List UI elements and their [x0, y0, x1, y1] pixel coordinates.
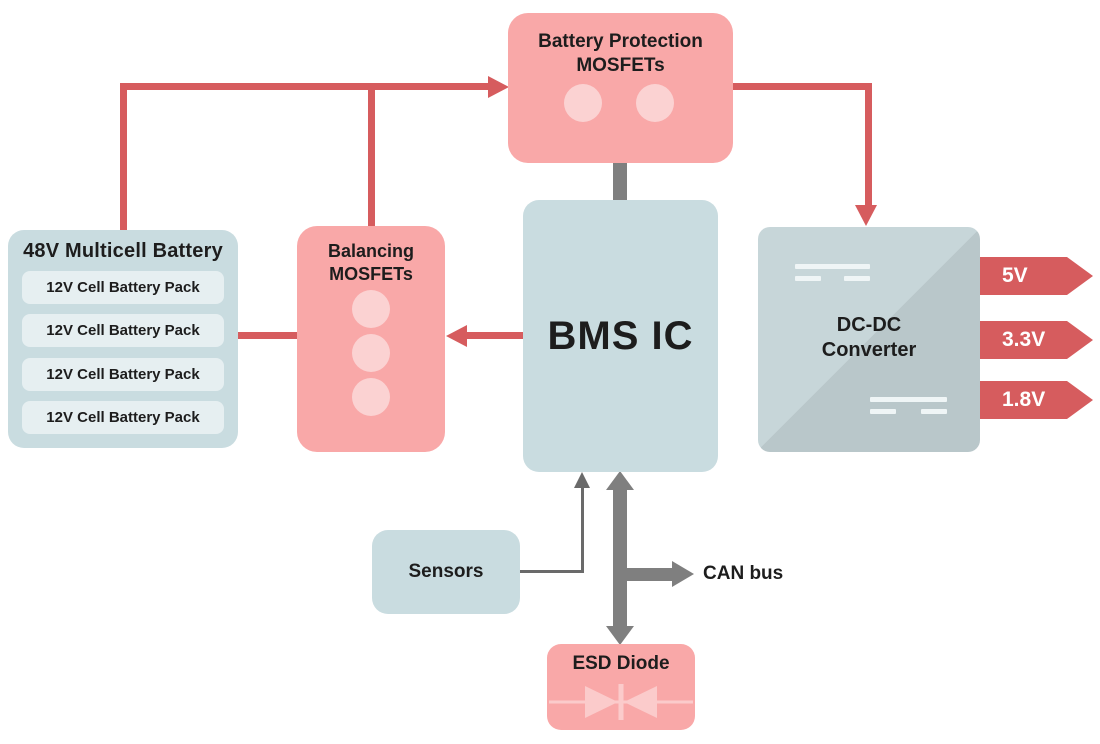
arrowhead-into-dcdc — [854, 205, 877, 226]
capacitor-icon — [795, 264, 870, 269]
dcdc-converter-label: DC-DC Converter — [821, 314, 917, 361]
arrowhead-up-into-bms — [606, 471, 634, 490]
wire-topline-to-balancing — [368, 83, 375, 226]
mosfet-icon — [352, 378, 390, 416]
battery-pack-item: 12V Cell Battery Pack — [22, 401, 224, 434]
sensors-block: Sensors — [372, 530, 520, 614]
arrowhead-into-battery-protection — [488, 75, 509, 98]
capacitor-icon — [870, 409, 896, 414]
wire-can-branch — [620, 568, 672, 581]
capacitor-icon — [795, 276, 821, 281]
arrowhead-can-bus — [672, 561, 694, 587]
voltage-output-tag-3v3: 3.3V — [980, 321, 1093, 359]
wire-bms-to-balancing — [467, 332, 523, 339]
battery-protection-label: Battery Protection MOSFETs — [538, 31, 703, 76]
esd-diode-block: ESD Diode — [547, 644, 695, 730]
arrowhead-down-into-esd — [606, 626, 634, 645]
sensors-label: Sensors — [408, 561, 484, 583]
wire-battery-to-topline — [120, 83, 127, 230]
tvs-diode-icon — [549, 684, 693, 720]
can-bus-label: CAN bus — [703, 563, 784, 584]
capacitor-icon — [844, 276, 870, 281]
voltage-output-tag-1v8: 1.8V — [980, 381, 1093, 419]
multicell-battery-title: 48V Multicell Battery — [23, 240, 223, 262]
mosfet-icon — [352, 334, 390, 372]
mosfet-icon — [636, 84, 674, 122]
dcdc-converter-block: DC-DC Converter — [758, 227, 980, 452]
battery-protection-mosfets-block: Battery Protection MOSFETs — [508, 13, 733, 163]
capacitor-icon — [870, 397, 947, 402]
bms-ic-label: BMS IC — [547, 314, 694, 358]
voltage-output-tag-5v: 5V — [980, 257, 1093, 295]
battery-pack-item: 12V Cell Battery Pack — [22, 358, 224, 391]
wire-sensors-vertical — [581, 488, 584, 572]
battery-pack-item: 12V Cell Battery Pack — [22, 314, 224, 347]
esd-diode-label: ESD Diode — [572, 653, 670, 674]
multicell-battery-block: 48V Multicell Battery 12V Cell Battery P… — [8, 230, 238, 448]
wire-protection-to-dcdc-vertical — [865, 83, 872, 206]
arrowhead-sensors-into-bms — [574, 472, 590, 488]
balancing-mosfets-block: Balancing MOSFETs — [297, 226, 445, 452]
wire-protection-to-bms — [613, 162, 627, 202]
wire-protection-to-dcdc-horizontal — [733, 83, 872, 90]
mosfet-icon — [564, 84, 602, 122]
bms-ic-block: BMS IC — [523, 200, 718, 472]
battery-pack-item: 12V Cell Battery Pack — [22, 271, 224, 304]
wire-bms-to-esd — [613, 489, 627, 627]
arrowhead-into-balancing — [446, 324, 467, 347]
wire-topline-left — [120, 83, 490, 90]
wire-battery-to-balancing — [237, 332, 297, 339]
wire-sensors-horizontal — [520, 570, 584, 573]
balancing-mosfets-label: Balancing MOSFETs — [327, 241, 415, 284]
capacitor-icon — [921, 409, 947, 414]
mosfet-icon — [352, 290, 390, 328]
